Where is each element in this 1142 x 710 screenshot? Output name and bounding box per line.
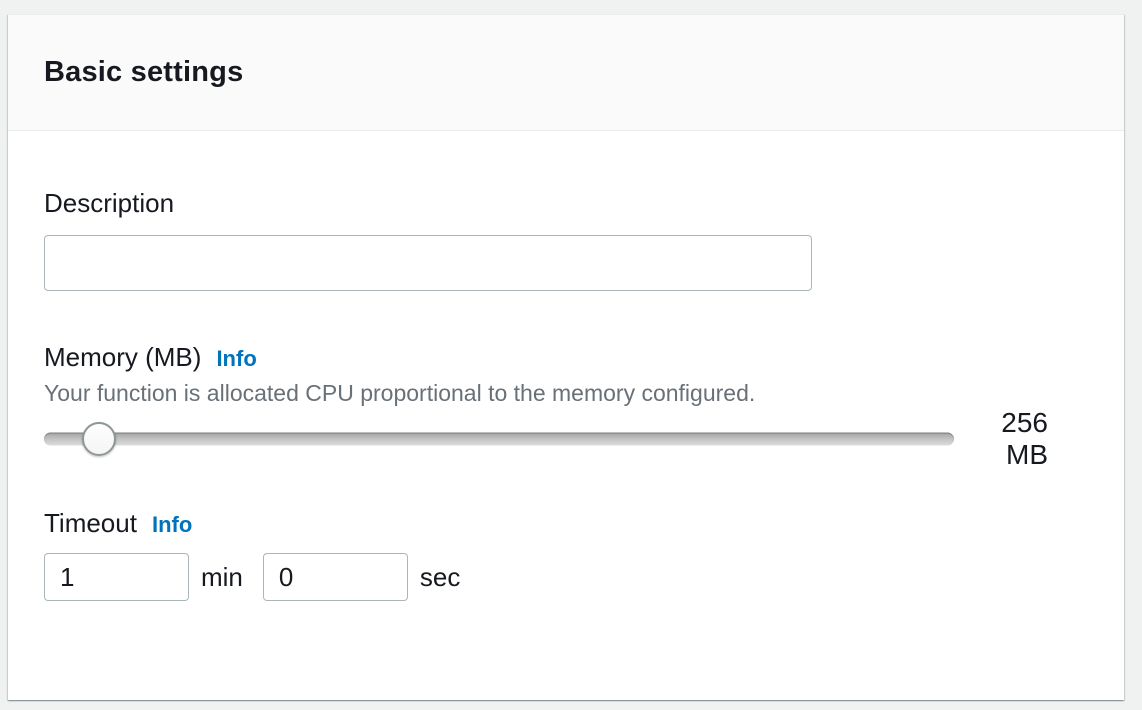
timeout-minutes-input[interactable] xyxy=(44,553,189,601)
panel-body: Description Memory (MB) Info Your functi… xyxy=(8,131,1124,601)
description-label: Description xyxy=(44,188,175,218)
memory-field-group: Memory (MB) Info Your function is alloca… xyxy=(44,341,1088,470)
description-field-group: Description xyxy=(44,187,1088,291)
memory-label-row: Memory (MB) Info xyxy=(44,341,1088,373)
timeout-seconds-input[interactable] xyxy=(262,553,408,601)
timeout-info-link[interactable]: Info xyxy=(151,512,193,537)
timeout-seconds-unit: sec xyxy=(419,561,461,592)
memory-slider-row: 256 MB xyxy=(44,407,1088,470)
timeout-minutes-unit: min xyxy=(201,561,243,592)
memory-slider-track[interactable] xyxy=(44,432,954,446)
memory-info-link[interactable]: Info xyxy=(216,346,257,371)
timeout-label-row: Timeout Info xyxy=(44,507,1088,539)
panel-title: Basic settings xyxy=(44,56,244,88)
description-input[interactable] xyxy=(44,235,812,291)
panel-header: Basic settings xyxy=(8,15,1124,131)
memory-label: Memory (MB) xyxy=(44,342,202,372)
timeout-inputs-row: min sec xyxy=(44,553,1088,601)
basic-settings-panel: Basic settings Description Memory (MB) I… xyxy=(8,14,1124,700)
timeout-field-group: Timeout Info min sec xyxy=(44,507,1088,601)
memory-value-label: 256 MB xyxy=(1001,407,1048,470)
timeout-label: Timeout xyxy=(44,508,137,538)
memory-slider[interactable] xyxy=(44,421,954,457)
memory-slider-handle[interactable] xyxy=(81,422,116,456)
memory-helper-text: Your function is allocated CPU proportio… xyxy=(44,380,756,406)
